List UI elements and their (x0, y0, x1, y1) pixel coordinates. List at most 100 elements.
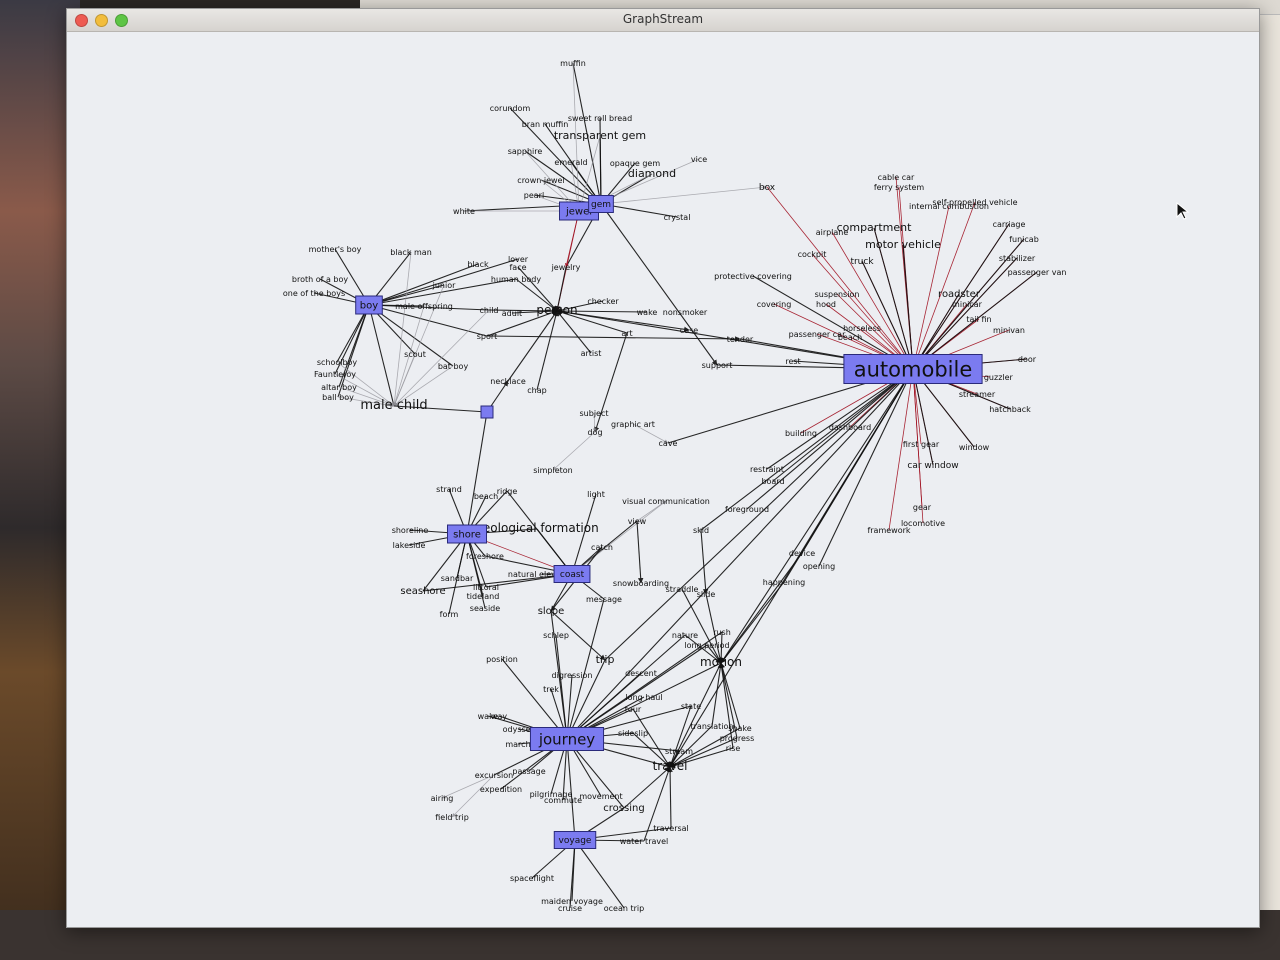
node-label-necklace[interactable]: necklace (490, 377, 526, 386)
node-label-airing[interactable]: airing (431, 794, 454, 803)
node-label-geological[interactable]: geological formation (475, 521, 598, 535)
node-label-hood[interactable]: hood (816, 300, 836, 309)
node-label-face[interactable]: face (509, 263, 526, 272)
node-label-junior[interactable]: junior (432, 281, 456, 290)
node-label-shoreline[interactable]: shoreline (392, 526, 429, 535)
node-label-excursion[interactable]: excursion (475, 771, 514, 780)
node-label-sandbar[interactable]: sandbar (441, 574, 474, 583)
node-label-ocean-trip[interactable]: ocean trip (604, 904, 644, 913)
node-box-boy[interactable]: boy (355, 295, 383, 315)
node-label-maiden-voyage[interactable]: maiden voyage (541, 897, 603, 906)
node-label-gear[interactable]: gear (913, 503, 932, 512)
node-label-long-haul[interactable]: long haul (625, 693, 662, 702)
node-label-pearl[interactable]: pearl (524, 191, 544, 200)
node-box-hub[interactable] (480, 405, 494, 419)
node-label-board[interactable]: board (761, 477, 784, 486)
node-label-carriage[interactable]: carriage (993, 220, 1026, 229)
node-label-compartment[interactable]: compartment (837, 221, 913, 234)
node-box-shape[interactable] (553, 831, 597, 849)
node-box-shape[interactable] (447, 524, 487, 544)
node-label-mothers-boy[interactable]: mother's boy (309, 245, 362, 254)
node-box-automobile[interactable]: automobile (843, 354, 983, 384)
node-label-slide[interactable]: slide (697, 590, 716, 599)
minimize-button[interactable] (95, 14, 108, 27)
node-label-stream[interactable]: stream (665, 747, 693, 756)
node-label-covering[interactable]: covering (757, 300, 792, 309)
node-label-cruise[interactable]: cruise (558, 904, 582, 913)
node-label-cockpit[interactable]: cockpit (798, 250, 827, 259)
node-label-nature[interactable]: nature (672, 631, 698, 640)
node-label-altar-boy[interactable]: altar boy (321, 383, 357, 392)
node-label-view[interactable]: view (628, 517, 647, 526)
node-label-motion[interactable]: motion (700, 655, 742, 669)
node-box-shape[interactable] (553, 565, 591, 583)
node-label-checker[interactable]: checker (587, 297, 619, 306)
node-label-human-body[interactable]: human body (491, 275, 542, 284)
node-label-happening[interactable]: happening (763, 578, 806, 587)
node-box-shape[interactable] (843, 354, 983, 384)
node-label-way[interactable]: way (491, 712, 507, 721)
node-label-framework[interactable]: framework (867, 526, 910, 535)
node-label-black[interactable]: black (467, 260, 489, 269)
node-label-door[interactable]: door (1018, 355, 1037, 364)
node-label-restraint[interactable]: restraint (750, 465, 784, 474)
node-label-seaside[interactable]: seaside (470, 604, 500, 613)
node-label-movement[interactable]: movement (579, 792, 622, 801)
node-label-progress[interactable]: progress (720, 734, 755, 743)
node-label-person[interactable]: person (536, 303, 577, 317)
node-label-device[interactable]: device (789, 549, 815, 558)
node-label-sapphire[interactable]: sapphire (508, 147, 543, 156)
node-label-trip[interactable]: trip (596, 653, 615, 666)
node-label-protective-covering[interactable]: protective covering (714, 272, 792, 281)
node-label-ball-boy[interactable]: ball boy (322, 393, 354, 402)
node-label-locomotive[interactable]: locomotive (901, 519, 945, 528)
node-box-shape[interactable] (529, 727, 605, 751)
node-label-snowboarding[interactable]: snowboarding (613, 579, 669, 588)
node-label-catch[interactable]: catch (591, 543, 613, 552)
node-label-black-man[interactable]: black man (390, 248, 432, 257)
node-label-artist[interactable]: artist (581, 349, 602, 358)
node-label-art[interactable]: art (621, 329, 632, 338)
node-label-sport[interactable]: sport (477, 332, 498, 341)
node-box-journey[interactable]: journey (529, 727, 605, 751)
node-label-opening[interactable]: opening (803, 562, 835, 571)
node-label-digression[interactable]: digression (552, 671, 593, 680)
node-label-ferry[interactable]: ferry system (874, 183, 925, 192)
close-button[interactable] (75, 14, 88, 27)
node-label-littoral[interactable]: littoral (473, 583, 499, 592)
node-label-visual-comm[interactable]: visual communication (622, 497, 710, 506)
node-label-rise[interactable]: rise (726, 744, 741, 753)
node-label-skid[interactable]: skid (693, 526, 709, 535)
node-label-minivan[interactable]: minivan (993, 326, 1025, 335)
node-label-rush[interactable]: rush (713, 628, 731, 637)
node-label-sideslip[interactable]: sideslip (618, 729, 648, 738)
node-label-diamond[interactable]: diamond (628, 167, 676, 180)
node-label-cable-car[interactable]: cable car (878, 173, 915, 182)
node-label-traversal[interactable]: traversal (653, 824, 689, 833)
node-label-gas-guzzler[interactable]: gas guzzler (967, 373, 1013, 382)
node-label-white[interactable]: white (453, 207, 475, 216)
node-label-sweet-roll[interactable]: sweet roll bread (568, 114, 632, 123)
node-label-male-offspring[interactable]: male offspring (395, 302, 453, 311)
node-label-tender[interactable]: tender (727, 335, 754, 344)
node-label-broth-boy[interactable]: broth of a boy (292, 275, 349, 284)
node-label-crossing[interactable]: crossing (603, 803, 644, 814)
node-label-subject[interactable]: subject (580, 409, 609, 418)
node-label-muffin[interactable]: muffin (560, 59, 586, 68)
node-label-transparent-gem[interactable]: transparent gem (554, 129, 646, 142)
node-label-lakeside[interactable]: lakeside (393, 541, 426, 550)
node-label-building[interactable]: building (785, 429, 817, 438)
node-label-ridge[interactable]: ridge (497, 487, 518, 496)
node-label-wake2[interactable]: wake (478, 712, 499, 721)
node-label-chap[interactable]: chap (527, 386, 546, 395)
node-label-bat-boy[interactable]: bat boy (438, 362, 469, 371)
zoom-button[interactable] (115, 14, 128, 27)
node-label-tail-fin[interactable]: tail fin (966, 315, 991, 324)
node-label-bran-muffin[interactable]: bran muffin (522, 120, 569, 129)
node-label-seashore[interactable]: seashore (400, 586, 445, 597)
node-label-slope[interactable]: slope (538, 606, 565, 617)
node-label-shake[interactable]: shake (728, 724, 751, 733)
node-label-roadster[interactable]: roadster (938, 289, 981, 300)
node-label-translation[interactable]: translation (690, 722, 733, 731)
node-label-truck[interactable]: truck (850, 257, 874, 267)
